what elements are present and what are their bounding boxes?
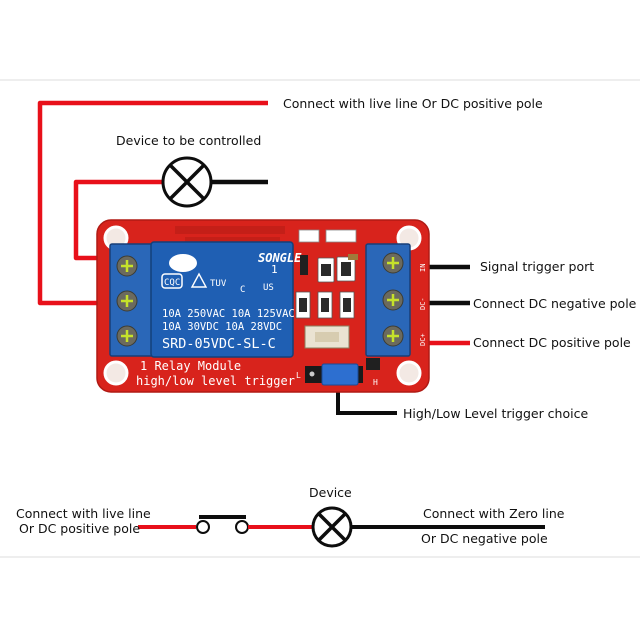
bottom-zero-line-2: Or DC negative pole — [421, 531, 548, 546]
bottom-live-line-1: Connect with live line — [16, 506, 151, 521]
smd-components — [295, 229, 380, 370]
jumper-label-l: L — [296, 371, 301, 380]
bottom-zero-line-1: Connect with Zero line — [423, 506, 565, 521]
left-terminal-block — [109, 243, 155, 357]
bottom-device-label: Device — [309, 485, 352, 500]
pin-label-dc-minus: DC- — [419, 297, 427, 310]
svg-text:C: C — [240, 285, 245, 295]
svg-text:1: 1 — [271, 263, 278, 276]
board-trigger-text: high/low level trigger — [136, 374, 295, 388]
switch-icon — [196, 515, 249, 534]
level-jumper: L H — [296, 363, 378, 387]
relay-component: SONGLE CQC TUV C US 1 10A 250VAC 10A 125… — [150, 241, 302, 358]
relay-rating-2: 10A 30VDC 10A 28VDC — [162, 321, 282, 333]
board-module-text: 1 Relay Module — [140, 359, 241, 373]
relay-cqc: CQC — [164, 278, 180, 288]
label-signal-trigger: Signal trigger port — [480, 259, 594, 274]
jumper-pointer-wire — [336, 385, 397, 415]
right-terminal-block — [365, 243, 411, 357]
bottom-live-line-2: Or DC positive pole — [19, 521, 140, 536]
relay-rating-1: 10A 250VAC 10A 125VAC — [162, 308, 295, 320]
bottom-circuit — [138, 506, 545, 548]
live-wire — [37, 100, 268, 306]
label-device-controlled: Device to be controlled — [116, 133, 261, 148]
label-hl-choice: High/Low Level trigger choice — [403, 406, 588, 421]
bottom-lamp-icon — [311, 506, 353, 548]
device-red-wire — [73, 179, 162, 261]
relay-brand: SONGLE — [258, 251, 302, 265]
jumper-label-h: H — [373, 378, 378, 387]
relay-module-board: SONGLE CQC TUV C US 1 10A 250VAC 10A 125… — [96, 219, 430, 393]
label-dc-positive: Connect DC positive pole — [473, 335, 631, 350]
lamp-icon — [161, 156, 213, 208]
relay-model: SRD-05VDC-SL-C — [162, 336, 276, 352]
label-live-line: Connect with live line Or DC positive po… — [283, 96, 543, 111]
pin-label-dc-plus: DC+ — [419, 333, 427, 346]
svg-text:TUV: TUV — [210, 279, 227, 289]
svg-text:US: US — [263, 283, 274, 293]
label-dc-negative: Connect DC negative pole — [473, 296, 637, 311]
pin-label-in: IN — [419, 264, 427, 272]
